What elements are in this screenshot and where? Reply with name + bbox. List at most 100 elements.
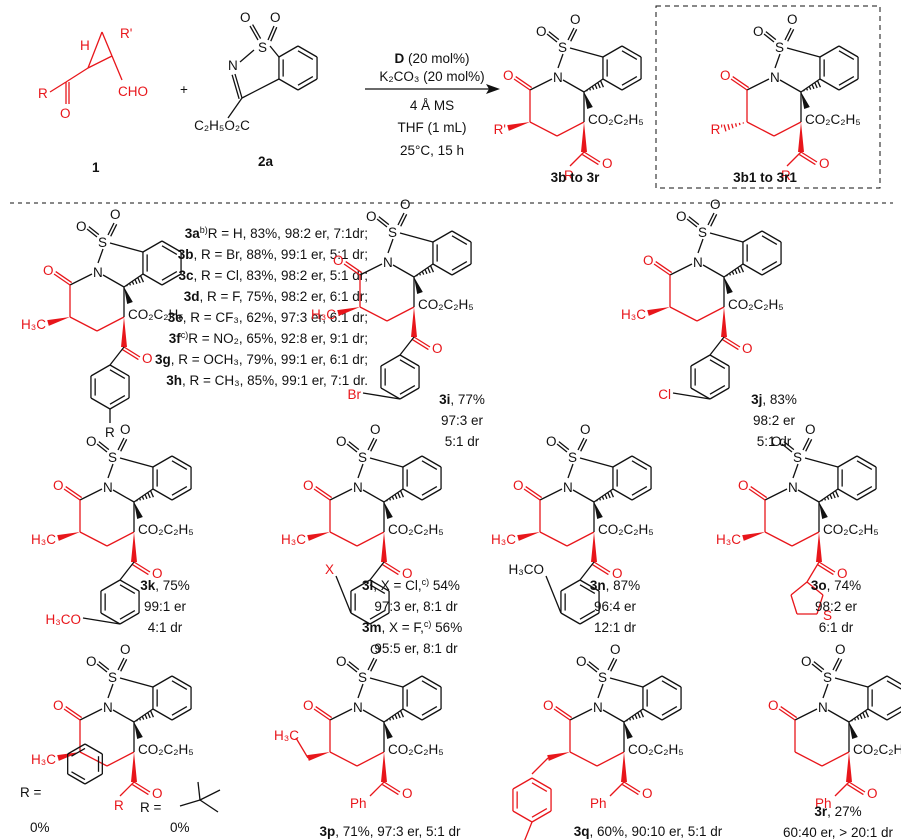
bond	[119, 781, 135, 797]
bond	[380, 354, 401, 367]
bond	[525, 485, 543, 499]
bond	[96, 663, 108, 673]
oxygen-atom: O	[270, 10, 281, 25]
bond	[607, 492, 611, 499]
oxygen-atom: O	[546, 434, 557, 449]
bond	[597, 683, 604, 699]
bond	[834, 490, 840, 498]
r-prime-group: R'	[711, 122, 723, 137]
bond	[816, 80, 822, 88]
bond	[531, 757, 549, 775]
bond	[171, 486, 188, 496]
bond	[557, 53, 564, 69]
oxygen-atom: O	[676, 209, 687, 224]
bond	[392, 264, 415, 278]
bond	[329, 708, 353, 721]
bond	[823, 498, 827, 501]
bond	[119, 584, 136, 594]
bond	[369, 677, 404, 688]
nitrogen-atom: N	[770, 70, 780, 85]
bond	[133, 708, 154, 723]
bond	[832, 657, 840, 671]
bond	[728, 273, 732, 276]
oxygen-atom: O	[643, 253, 654, 268]
oxygen-atom: O	[576, 654, 587, 669]
bond	[579, 610, 596, 620]
bond	[531, 777, 552, 790]
bond	[278, 45, 299, 58]
bond	[773, 121, 802, 137]
bond	[834, 781, 850, 797]
bond	[602, 709, 625, 723]
bond	[867, 675, 888, 688]
bond	[132, 783, 149, 796]
bond	[794, 708, 818, 721]
oxygen-atom: O	[152, 566, 163, 581]
bond	[378, 216, 390, 226]
compound-3n-er: 96:4 er	[594, 599, 637, 614]
bond	[856, 460, 873, 470]
oxygen-atom: O	[336, 654, 347, 669]
bond	[661, 675, 682, 688]
bond	[553, 708, 571, 721]
wedge-bond	[742, 532, 765, 541]
bond	[835, 659, 843, 672]
bond	[853, 718, 857, 721]
bond	[123, 346, 141, 358]
bond	[451, 263, 472, 276]
bond	[864, 710, 870, 718]
bond	[723, 263, 744, 278]
compound-3r-erdr: 60:40 er, > 20:1 dr	[783, 825, 893, 840]
substituent: H₃CO	[509, 562, 545, 577]
nitrogen-atom: N	[593, 700, 603, 715]
bond	[802, 437, 810, 451]
bond	[531, 810, 552, 823]
sulfur-atom: S	[823, 670, 832, 685]
bond	[110, 224, 118, 237]
bond	[577, 437, 585, 451]
bond	[548, 31, 560, 41]
oxygen-atom: O	[43, 263, 54, 278]
bond	[609, 781, 625, 797]
wedge-bond	[624, 722, 633, 740]
compound-3r-label: 3r, 27%	[814, 804, 861, 819]
bond	[356, 531, 385, 547]
compound-3i-label: 3i, 77%	[439, 392, 485, 407]
bond	[179, 799, 201, 807]
wedge-bond	[724, 277, 733, 295]
bond	[569, 751, 598, 767]
bond	[84, 773, 103, 785]
bond	[761, 263, 782, 276]
bond	[834, 677, 869, 688]
r-group: R	[38, 86, 48, 101]
bond	[402, 675, 423, 688]
bond	[388, 718, 392, 721]
wedge-bond	[131, 752, 137, 782]
bond	[886, 711, 901, 721]
bond	[838, 78, 859, 91]
compound-3k-er: 99:1 er	[144, 599, 187, 614]
bond	[139, 275, 145, 283]
bond	[346, 663, 358, 673]
oxygen-atom: O	[53, 698, 64, 713]
bond	[399, 710, 405, 718]
compound-3q: ONSOOCO₂C₂H₅O₂NOPh	[512, 642, 686, 840]
methyl-group: H₃C	[274, 728, 299, 743]
bond	[96, 316, 125, 332]
bond	[100, 579, 121, 592]
bond	[763, 33, 775, 43]
bond	[816, 594, 824, 615]
bond	[856, 486, 873, 496]
bond	[119, 612, 140, 625]
bond	[53, 273, 71, 286]
oxygen-atom: O	[240, 10, 251, 25]
wedge-bond	[381, 532, 387, 562]
bond	[313, 708, 331, 721]
bond	[569, 47, 604, 58]
bond	[69, 273, 93, 286]
bond	[794, 751, 823, 767]
